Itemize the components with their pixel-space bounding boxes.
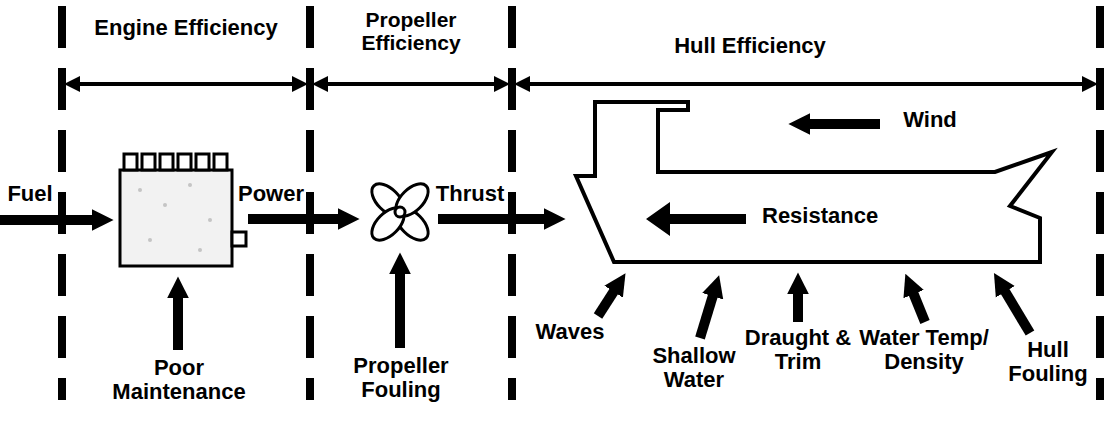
text-label: Fuel: [2, 182, 58, 206]
engine-symbol: [120, 154, 246, 266]
text-label: Poor Maintenance: [108, 356, 250, 404]
text-label: Waves: [530, 320, 610, 344]
ship-outline-path: [576, 102, 1052, 262]
text-label: Thrust: [432, 182, 508, 206]
text-label: Wind: [890, 108, 970, 132]
text-label: Propeller Fouling: [336, 354, 466, 402]
text-label: Hull Efficiency: [600, 34, 900, 58]
text-label: Draught & Trim: [742, 326, 854, 374]
resistance-arrow: [646, 202, 746, 236]
text-label: Shallow Water: [642, 344, 746, 392]
node-text: Resistance: [762, 204, 878, 228]
propeller-symbol: [366, 178, 434, 246]
text-label: Power: [236, 182, 306, 206]
ship-hull: Resistance: [570, 96, 1070, 268]
text-label: Propeller Efficiency: [318, 8, 504, 54]
section-divider: [62, 6, 1100, 400]
text-label: Water Temp/ Density: [856, 326, 992, 374]
span-arrow: [72, 82, 1090, 86]
text-label: Hull Fouling: [996, 338, 1100, 386]
text-label: Engine Efficiency: [72, 16, 300, 40]
ship-outline: [570, 96, 1070, 268]
